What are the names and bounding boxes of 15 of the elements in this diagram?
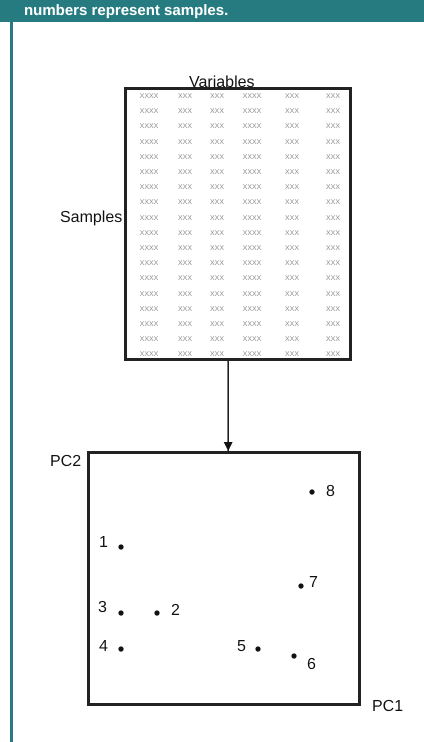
data-matrix [124,87,352,361]
arrow [224,361,233,451]
point-label: 2 [171,603,180,619]
point-label: 6 [307,657,316,673]
point-label: 8 [326,484,335,500]
axis-label: PC1 [372,699,404,715]
point-label: 7 [309,575,318,591]
title: numbers represent samples. [24,3,228,18]
point-label: 3 [98,600,107,616]
point-label: 5 [237,639,246,655]
axis-label: Variables [189,75,255,91]
axis-label: PC2 [50,454,82,470]
point-label: 4 [99,639,108,655]
scatter-plot-frame [87,451,361,706]
point-label: 1 [99,535,108,551]
